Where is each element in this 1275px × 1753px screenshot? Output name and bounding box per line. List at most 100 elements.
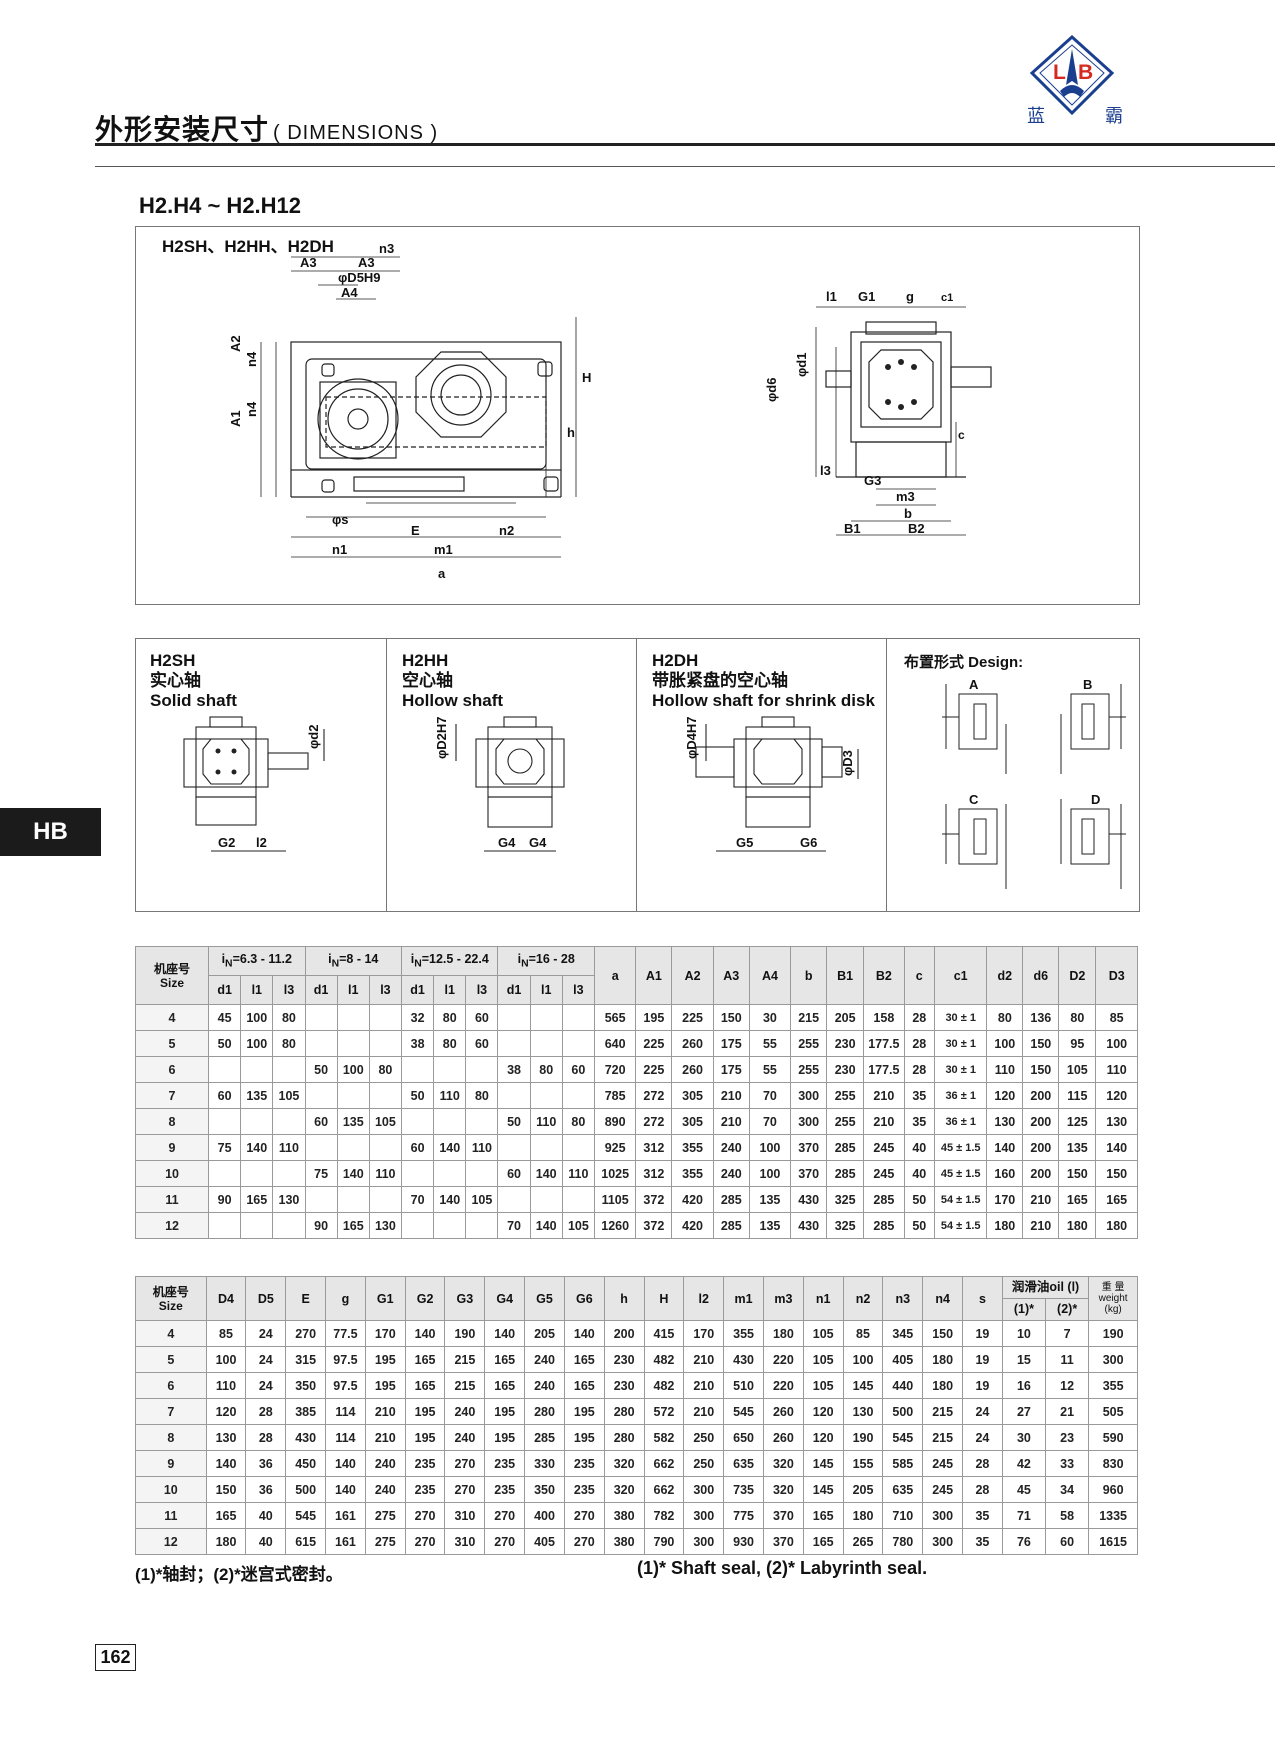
table-cell: 180 (922, 1372, 964, 1399)
table-cell: 1260 (593, 1212, 637, 1239)
table-cell: 28 (245, 1424, 287, 1451)
table-cell: 215 (790, 1004, 828, 1031)
table-cell: 260 (762, 1424, 804, 1451)
table-cell: 320 (762, 1476, 804, 1503)
size-en: Size (158, 1298, 183, 1313)
size-cell: 12 (134, 1212, 210, 1239)
table-cell: 130 (986, 1108, 1024, 1135)
weight-en: weight (1098, 1293, 1128, 1304)
weight-unit: (kg) (1104, 1304, 1122, 1315)
table-cell: 210 (683, 1372, 725, 1399)
table-cell (336, 1186, 370, 1213)
table-cell: 372 (635, 1212, 673, 1239)
table-cell: 195 (563, 1424, 605, 1451)
size-cell: 7 (135, 1398, 207, 1425)
table-cell (561, 1134, 595, 1161)
table-cell: 1105 (593, 1186, 637, 1213)
dim-d2h7: φD2H7 (434, 716, 449, 759)
table-cell: 60 (208, 1082, 242, 1109)
main-drawing-label: H2SH、H2HH、H2DH (162, 237, 334, 256)
table-cell (465, 1212, 499, 1239)
table-cell: 635 (723, 1450, 764, 1477)
table-cell: 405 (524, 1528, 565, 1555)
table-cell: 285 (712, 1212, 750, 1239)
table-cell: 110 (561, 1160, 595, 1187)
table-cell: 105 (802, 1346, 844, 1373)
table-cell: 482 (643, 1372, 685, 1399)
table-cell: 330 (524, 1450, 565, 1477)
table-cell: 130 (205, 1424, 247, 1451)
table-cell: 28 (903, 1004, 936, 1031)
table-cell: 110 (205, 1372, 247, 1399)
table-cell: 170 (683, 1320, 725, 1347)
table-cell: 140 (325, 1450, 366, 1477)
table-cell: 195 (364, 1372, 406, 1399)
table-cell: 505 (1088, 1398, 1138, 1425)
table-cell: 315 (285, 1346, 327, 1373)
table-cell: 320 (603, 1476, 645, 1503)
size-cell: 11 (135, 1502, 207, 1529)
table-cell: 240 (364, 1476, 406, 1503)
table-cell (465, 1160, 499, 1187)
table-cell: 80 (433, 1004, 467, 1031)
subcol-header: l3 (368, 975, 403, 1005)
dim-g1: G1 (858, 289, 875, 304)
table-cell: 250 (683, 1450, 725, 1477)
table-cell (240, 1056, 274, 1083)
table-cell (561, 1030, 595, 1057)
oil-subheader: (1)* (1001, 1298, 1047, 1321)
table-cell: 150 (1022, 1030, 1060, 1057)
table-cell: 100 (986, 1030, 1024, 1057)
table-cell: 250 (683, 1424, 725, 1451)
dim-n4-upper: n4 (244, 351, 259, 367)
col-header: G1 (364, 1276, 406, 1321)
dim-d5h9: φD5H9 (338, 270, 381, 285)
table-cell: 240 (524, 1346, 565, 1373)
dim-b2: B2 (908, 521, 925, 536)
table-cell: 275 (364, 1528, 406, 1555)
table-cell: 80 (272, 1004, 306, 1031)
table-cell: 235 (484, 1450, 526, 1477)
variant-code: H2SH (150, 651, 196, 670)
table-cell (240, 1160, 274, 1187)
table-cell: 80 (561, 1108, 595, 1135)
size-cell: 8 (134, 1108, 210, 1135)
table-cell: 225 (635, 1056, 673, 1083)
table-cell: 210 (364, 1398, 406, 1425)
table-cell: 215 (444, 1346, 486, 1373)
table-cell: 300 (922, 1502, 964, 1529)
table-cell: 28 (903, 1030, 936, 1057)
table-cell: 54 ± 1.5 (934, 1212, 988, 1239)
table-cell (336, 1134, 370, 1161)
table-cell: 11 (1045, 1346, 1090, 1373)
table-cell: 80 (433, 1030, 467, 1057)
table-cell: 50 (903, 1186, 936, 1213)
table-cell: 150 (712, 1004, 750, 1031)
table-cell: 790 (643, 1528, 685, 1555)
table-cell: 120 (802, 1398, 844, 1425)
table-cell: 40 (245, 1502, 287, 1529)
table-cell: 650 (723, 1424, 764, 1451)
table-cell: 45 (208, 1004, 242, 1031)
table-cell: 230 (826, 1056, 865, 1083)
table-cell: 350 (285, 1372, 327, 1399)
col-header: m3 (762, 1276, 804, 1321)
size-cell: 4 (135, 1320, 207, 1347)
table-cell: 140 (529, 1212, 563, 1239)
dim-e: E (411, 523, 420, 538)
size-cell: 9 (135, 1450, 207, 1477)
col-header: n2 (842, 1276, 884, 1321)
col-header: A2 (671, 946, 714, 1005)
dim-b1: B1 (844, 521, 861, 536)
table-cell: 75 (208, 1134, 242, 1161)
subcol-header: l1 (433, 975, 467, 1005)
table-cell: 30 (748, 1004, 792, 1031)
subcol-header: l1 (529, 975, 563, 1005)
table-cell: 240 (524, 1372, 565, 1399)
dim-g2: G2 (218, 835, 235, 850)
col-header: A1 (635, 946, 673, 1005)
table-cell: 80 (272, 1030, 306, 1057)
table-cell: 165 (240, 1186, 274, 1213)
